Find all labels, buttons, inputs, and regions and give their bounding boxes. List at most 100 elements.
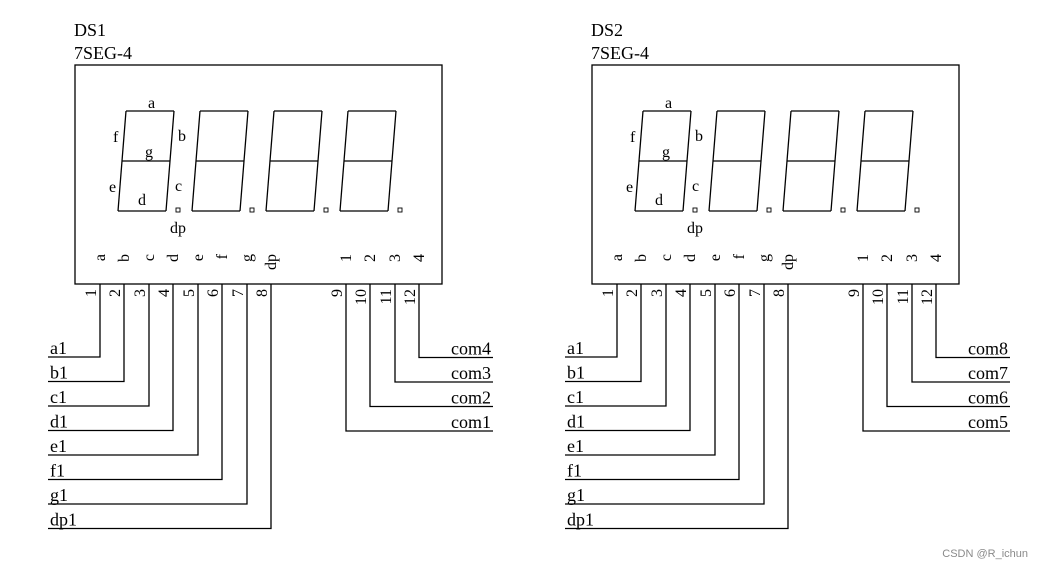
segment-label-d: d <box>655 192 663 209</box>
wire-g1 <box>565 284 765 505</box>
segment-f <box>121 110 127 162</box>
segment-label-e: e <box>626 179 633 196</box>
watermark: CSDN @R_ichun <box>942 548 1028 560</box>
net-label-b1: b1 <box>567 363 585 383</box>
pin-number-12: 12 <box>919 289 936 305</box>
pin-number-6: 6 <box>205 289 222 297</box>
net-label-g1: g1 <box>50 485 68 505</box>
wire-e1 <box>48 284 199 456</box>
segment-label-dp: dp <box>170 220 186 237</box>
wire-c1 <box>48 284 150 407</box>
segment-c <box>904 160 910 212</box>
net-label-com3: com3 <box>451 363 491 383</box>
net-label-d1: d1 <box>50 412 68 432</box>
pin-number-1: 1 <box>600 289 617 297</box>
pin-side-label-d: d <box>165 254 182 262</box>
wire-com2 <box>369 284 493 408</box>
segment-c <box>682 160 688 212</box>
segment-c <box>313 160 319 212</box>
segment-label-e: e <box>109 179 116 196</box>
segment-e <box>782 160 788 212</box>
pin-side-label-3: 3 <box>904 254 921 262</box>
net-label-com1: com1 <box>451 412 491 432</box>
wire-com4 <box>418 284 493 359</box>
wire-com1 <box>345 284 493 432</box>
segment-e <box>708 160 714 212</box>
wire-a1 <box>48 284 101 358</box>
wire-dp1 <box>48 284 272 530</box>
pin-number-7: 7 <box>747 289 764 297</box>
pin-number-11: 11 <box>895 289 912 304</box>
segment-c <box>239 160 245 212</box>
digit-2 <box>191 110 255 213</box>
segment-b <box>391 110 397 162</box>
net-label-a1: a1 <box>50 338 67 358</box>
pin-number-10: 10 <box>353 289 370 305</box>
net-label-com5: com5 <box>968 412 1008 432</box>
wire-f1 <box>48 284 223 481</box>
segment-label-c: c <box>175 178 182 195</box>
pin-number-3: 3 <box>132 289 149 297</box>
wire-a1 <box>565 284 618 358</box>
segment-b <box>243 110 249 162</box>
pin-side-label-a: a <box>92 254 109 261</box>
pin-side-label-f: f <box>731 253 748 259</box>
net-label-e1: e1 <box>567 436 584 456</box>
pin-side-label-d: d <box>682 254 699 262</box>
wire-b1 <box>48 284 125 383</box>
digit-1 <box>634 110 698 213</box>
segment-dp <box>914 207 920 213</box>
pin-side-label-3: 3 <box>387 254 404 262</box>
wire-com5 <box>862 284 1010 432</box>
segment-b <box>908 110 914 162</box>
wire-g1 <box>48 284 248 505</box>
pin-number-12: 12 <box>402 289 419 305</box>
display-body <box>74 64 443 285</box>
segment-f <box>860 110 866 162</box>
pin-number-6: 6 <box>722 289 739 297</box>
component-ref: DS1 <box>74 20 106 40</box>
segment-label-b: b <box>695 128 703 145</box>
segment-e <box>856 160 862 212</box>
wire-c1 <box>565 284 667 407</box>
segment-b <box>317 110 323 162</box>
pin-number-5: 5 <box>181 289 198 297</box>
net-label-dp1: dp1 <box>50 510 77 530</box>
pin-number-8: 8 <box>771 289 788 297</box>
segment-dp <box>766 207 772 213</box>
pin-side-label-g: g <box>756 254 773 262</box>
segment-e <box>191 160 197 212</box>
pin-number-9: 9 <box>329 289 346 297</box>
wire-com7 <box>911 284 1010 383</box>
pin-side-label-f: f <box>214 253 231 259</box>
net-label-a1: a1 <box>567 338 584 358</box>
pin-number-1: 1 <box>83 289 100 297</box>
net-label-com8: com8 <box>968 339 1008 359</box>
segment-label-g: g <box>662 144 670 161</box>
pin-side-label-2: 2 <box>879 254 896 262</box>
net-label-com2: com2 <box>451 388 491 408</box>
pin-number-11: 11 <box>378 289 395 304</box>
pin-side-label-c: c <box>141 254 158 261</box>
segment-label-b: b <box>178 128 186 145</box>
segment-dp <box>323 207 329 213</box>
segment-dp <box>175 207 181 213</box>
net-label-c1: c1 <box>567 387 584 407</box>
digit-2 <box>708 110 772 213</box>
net-label-c1: c1 <box>50 387 67 407</box>
net-label-f1: f1 <box>50 461 65 481</box>
pin-side-label-4: 4 <box>411 254 428 262</box>
pin-number-2: 2 <box>107 289 124 297</box>
seven-seg-display-1: DS17SEG-4abcdefgdpa1a1b2b1c3c1d4d1e5e1f6… <box>48 20 493 530</box>
segment-b <box>760 110 766 162</box>
segment-label-f: f <box>630 129 636 146</box>
segment-label-a: a <box>665 95 672 112</box>
segment-c <box>387 160 393 212</box>
digit-3 <box>265 110 329 213</box>
component-part: 7SEG-4 <box>74 43 132 63</box>
wire-com8 <box>935 284 1010 359</box>
pin-number-4: 4 <box>673 289 690 297</box>
pin-side-label-e: e <box>190 254 207 261</box>
segment-label-g: g <box>145 144 153 161</box>
pin-side-label-dp: dp <box>780 254 797 270</box>
